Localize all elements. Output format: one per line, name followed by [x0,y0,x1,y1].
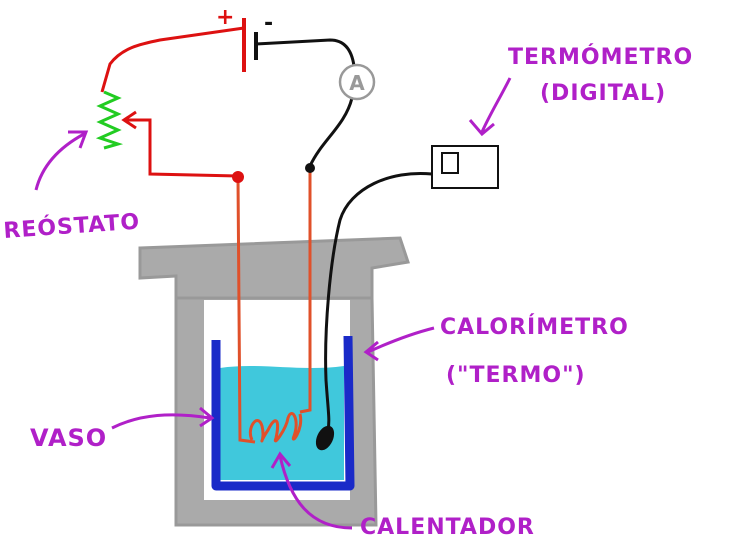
battery: + - [216,5,273,72]
calentador-arrow [270,451,353,530]
battery-minus: - [264,11,273,36]
termometro-label-line1: TERMÓMETRO [508,44,693,70]
battery-plus: + [216,5,234,30]
water [220,366,344,480]
calorimeter-lid [138,236,410,302]
vessel-wall [211,335,355,491]
annotation-arrows [34,77,512,530]
black-terminal [305,163,315,173]
thermometer-display [441,152,459,174]
termometro-arrow [468,77,512,137]
black-wiring [255,38,356,173]
labels: REÓSTATO TERMÓMETRO (DIGITAL) CALORÍMETR… [3,44,693,540]
heater-coil [248,412,303,443]
reostato-arrow [34,130,89,191]
calorimetro-label-line1: CALORÍMETRO [440,314,629,340]
red-wire-slider [126,118,239,178]
vessel [211,335,355,491]
ammeter-symbol: A [349,71,365,95]
reostato-label: REÓSTATO [3,209,141,244]
thermometer-probe [315,425,335,451]
heater [236,172,312,444]
vaso-label: VASO [30,424,107,452]
red-wiring [100,26,245,183]
ammeter-circle [338,63,376,101]
heater-left-lead [236,177,256,444]
black-wire-down [308,97,354,167]
red-wire-top [100,26,245,93]
black-wire-top [255,38,356,67]
vaso-arrow [111,406,215,430]
rheostat-arrow [121,110,137,130]
calentador-label: CALENTADOR [360,515,535,540]
red-terminal [232,171,244,183]
rheostat [95,90,124,150]
digital-thermometer [315,145,499,451]
calorimetro-label-line2: ("TERMO") [446,363,586,388]
heater-right-lead [299,172,312,414]
calorimetro-arrow [363,326,435,362]
ammeter: A [338,63,376,101]
termometro-label-line2: (DIGITAL) [540,81,666,106]
thermometer-cable [324,171,433,431]
